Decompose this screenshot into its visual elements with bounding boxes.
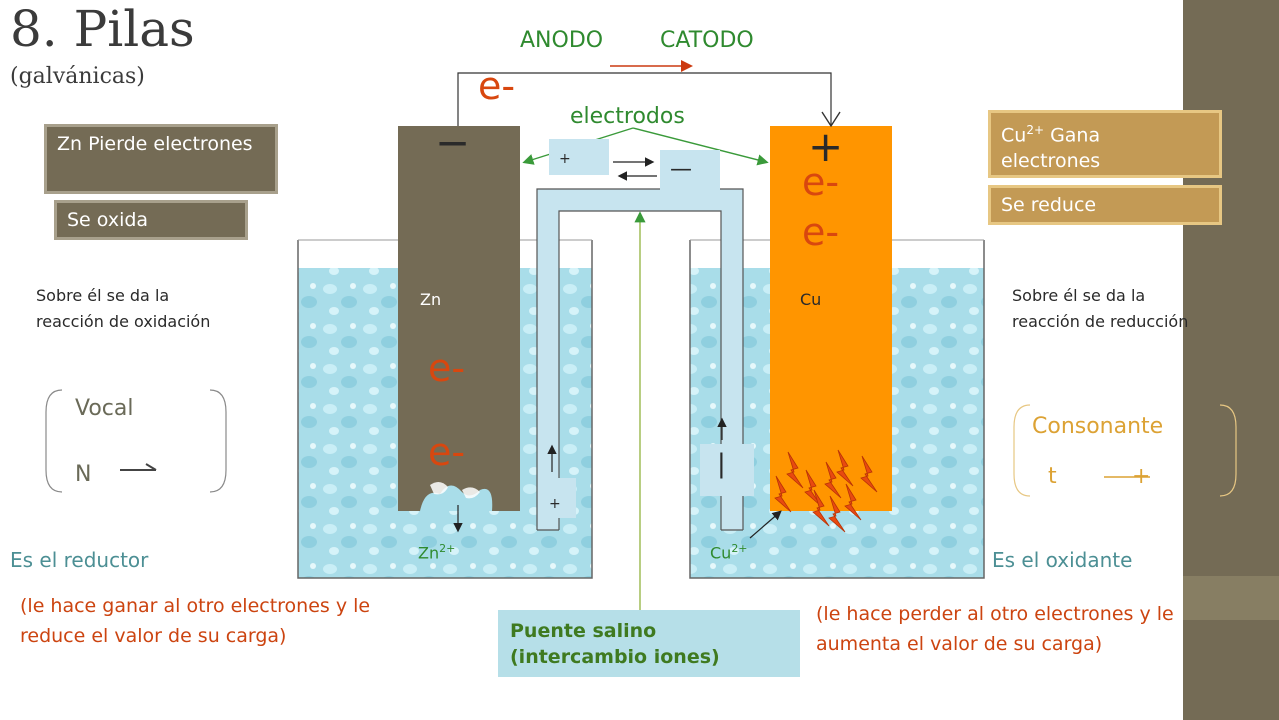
copper-electrode bbox=[770, 126, 892, 533]
zn-ion-label: Zn2+ bbox=[418, 542, 456, 563]
right-plus: + bbox=[1132, 464, 1151, 489]
bridge-bar-bottom: | bbox=[717, 449, 726, 479]
zn-label: Zn bbox=[420, 290, 442, 309]
salt-bridge bbox=[536, 188, 744, 531]
cathode-sign: + bbox=[808, 122, 844, 171]
se-oxida-box: Se oxida bbox=[54, 200, 248, 240]
sidebar-accent bbox=[1183, 576, 1279, 620]
electron-cu-2: e- bbox=[802, 210, 840, 254]
left-explanation-line1: (le hace ganar al otro electrones y le bbox=[20, 595, 371, 617]
page-title: 8. Pilas bbox=[10, 0, 195, 58]
salt-bridge-label-bg bbox=[498, 610, 800, 677]
electron-top: e- bbox=[478, 64, 516, 108]
right-reaction-line2: reacción de reducción bbox=[1012, 312, 1189, 331]
electron-zn-2: e- bbox=[428, 430, 466, 474]
bridge-minus-top: — bbox=[670, 157, 692, 182]
catodo-label: CATODO bbox=[660, 28, 754, 53]
salt-bridge-label: Puente salino (intercambio iones) bbox=[510, 620, 720, 668]
cu-label: Cu bbox=[800, 290, 822, 309]
external-wire bbox=[457, 72, 832, 126]
electrodos-label: electrodos bbox=[570, 104, 685, 129]
vocal-label: Vocal bbox=[75, 396, 134, 421]
right-explanation-line1: (le hace perder al otro electrones y le bbox=[816, 603, 1174, 625]
cu-ion-label: Cu2+ bbox=[710, 542, 748, 563]
right-explanation-line2: aumenta el valor de su carga) bbox=[816, 633, 1103, 655]
left-reaction-line1: Sobre él se da la bbox=[36, 286, 170, 305]
right-reaction-line1: Sobre él se da la bbox=[1012, 286, 1146, 305]
reductor-label: Es el reductor bbox=[10, 548, 149, 572]
left-reaction-line2: reacción de oxidación bbox=[36, 312, 211, 331]
page-subtitle: (galvánicas) bbox=[10, 64, 145, 89]
zn-loses-electrons-box: Zn Pierde electrones bbox=[44, 124, 278, 194]
cu-gains-electrons-box: Cu2+ Gana electrones bbox=[988, 110, 1222, 178]
se-reduce-box: Se reduce bbox=[988, 185, 1222, 225]
oxidante-label: Es el oxidante bbox=[992, 548, 1133, 572]
consonante-label: Consonante bbox=[1032, 414, 1164, 439]
bridge-plus-bottom: + bbox=[549, 496, 561, 512]
zinc-electrode bbox=[398, 126, 520, 511]
anodo-label: ANODO bbox=[520, 28, 604, 53]
left-explanation-line2: reduce el valor de su carga) bbox=[20, 625, 287, 647]
electron-cu-1: e- bbox=[802, 160, 840, 204]
right-letter: t bbox=[1048, 464, 1057, 489]
left-letter: N bbox=[75, 462, 92, 487]
bridge-plus-top: + bbox=[559, 151, 571, 167]
electron-zn-1: e- bbox=[428, 346, 466, 390]
anode-sign: − bbox=[435, 118, 471, 167]
